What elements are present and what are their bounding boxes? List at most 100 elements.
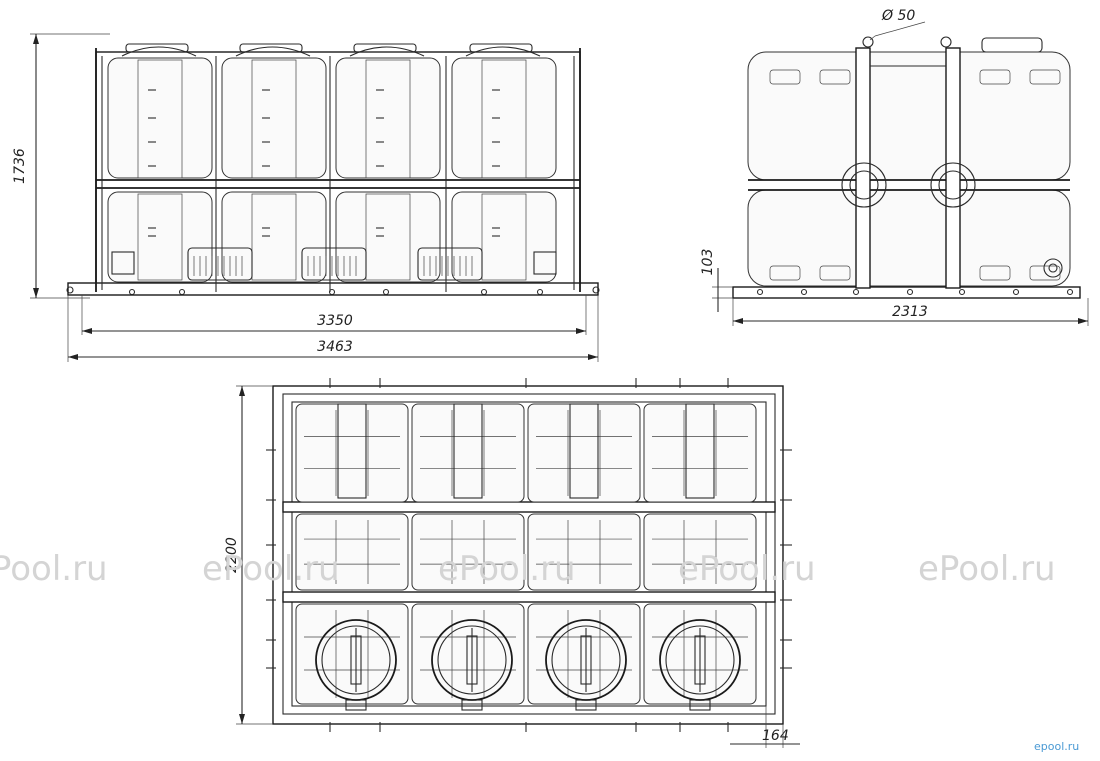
hatch-inner	[321, 625, 391, 695]
dim-side-width: 2313	[892, 304, 928, 320]
lower-tank	[335, 191, 441, 283]
tank-cell	[527, 603, 641, 705]
dim-side-base-height: 103	[700, 249, 716, 276]
tank-rib	[769, 265, 801, 281]
watermark-text: ePool.ru	[202, 549, 340, 589]
watermark-text: ePool.ru	[678, 549, 816, 589]
front-tank	[107, 43, 213, 283]
tank-lid	[353, 43, 417, 53]
tank-dome	[235, 46, 311, 57]
hatch-handle	[466, 635, 478, 685]
base-bolt	[128, 288, 136, 296]
dim-front-height: 1736	[12, 148, 28, 184]
front-tank	[335, 43, 441, 283]
hose-housing	[187, 247, 253, 281]
cell-outline	[411, 403, 525, 503]
tank-panel	[251, 193, 297, 281]
tank-panel	[137, 193, 183, 281]
cell-outline	[643, 513, 757, 591]
tank-dome	[465, 46, 541, 57]
lower-tank	[221, 191, 327, 283]
tank-lid	[469, 43, 533, 53]
hatch-lid	[659, 619, 741, 711]
dim-nozzle-diameter: Ø 50	[881, 8, 915, 24]
side-dimensions: Ø 50 103 2313	[700, 8, 1089, 326]
tank-panel	[481, 59, 527, 179]
base-bolt	[328, 288, 336, 296]
base-bolt	[536, 288, 544, 296]
upper-tank	[107, 57, 213, 179]
hose-housing	[417, 247, 483, 281]
hatch-lid	[431, 619, 513, 711]
base-bolt	[906, 288, 914, 296]
outlet-box	[533, 251, 557, 275]
tank-cell	[411, 603, 525, 705]
hatch-tab	[689, 699, 711, 711]
channel	[337, 403, 367, 499]
base-bolt	[756, 288, 764, 296]
cell-outline	[527, 403, 641, 503]
cell-outline	[643, 403, 757, 503]
tank-rib	[1029, 265, 1061, 281]
upper-tank	[221, 57, 327, 179]
base-bolt	[382, 288, 390, 296]
hatch-handle	[580, 635, 592, 685]
upper-tank	[451, 57, 557, 179]
tank-rib	[1029, 69, 1061, 85]
watermark-text: ePool.ru	[918, 549, 1056, 589]
dim-top-depth: 2200	[224, 537, 240, 573]
lower-tank	[107, 191, 213, 283]
lower-tank	[451, 191, 557, 283]
connector-hose	[301, 247, 367, 281]
watermark-text: ePool.ru	[438, 549, 576, 589]
tank-rib	[819, 69, 851, 85]
channel	[453, 403, 483, 499]
base-bolt	[958, 288, 966, 296]
tank-rib	[979, 265, 1011, 281]
front-dimensions: 1736 3350 3463	[12, 33, 599, 362]
tank-panel	[481, 193, 527, 281]
tank-lid	[125, 43, 189, 53]
base-bolt	[480, 288, 488, 296]
side-base-plate	[732, 286, 1081, 299]
tank-cell	[295, 603, 409, 705]
connector-hose	[187, 247, 253, 281]
front-tank	[221, 43, 327, 283]
dim-front-inner-width: 3350	[317, 313, 353, 329]
tank-panel	[365, 193, 411, 281]
hatch-tab	[461, 699, 483, 711]
tank-cell	[295, 513, 409, 591]
hatch-tab	[575, 699, 597, 711]
tank-panel	[137, 59, 183, 179]
top-dimensions: 2200 164	[224, 385, 800, 748]
watermark-row: ePool.ru ePool.ru ePool.ru ePool.ru ePoo…	[0, 549, 1056, 589]
tank-cell	[295, 403, 409, 503]
upper-tank	[335, 57, 441, 179]
dim-top-offset: 164	[762, 728, 789, 744]
tank-cell	[527, 513, 641, 591]
hatch-inner	[665, 625, 735, 695]
tank-cell	[643, 403, 757, 503]
hose-housing	[301, 247, 367, 281]
hatch-handle	[694, 635, 706, 685]
tank-dome	[349, 46, 425, 57]
hatch-inner	[551, 625, 621, 695]
base-bolt	[1066, 288, 1074, 296]
front-tank	[451, 43, 557, 283]
channel	[685, 403, 715, 499]
hatch-lid	[315, 619, 397, 711]
base-bolt	[852, 288, 860, 296]
connector-hose	[417, 247, 483, 281]
cell-outline	[411, 603, 525, 705]
tank-cell	[411, 403, 525, 503]
cell-outline	[527, 603, 641, 705]
base-bolt	[178, 288, 186, 296]
cell-outline	[411, 513, 525, 591]
front-base-plate	[67, 282, 599, 296]
hatch-lid	[545, 619, 627, 711]
tank-cell	[411, 513, 525, 591]
top-view	[266, 378, 792, 732]
base-bolt	[1012, 288, 1020, 296]
front-view	[66, 43, 600, 296]
